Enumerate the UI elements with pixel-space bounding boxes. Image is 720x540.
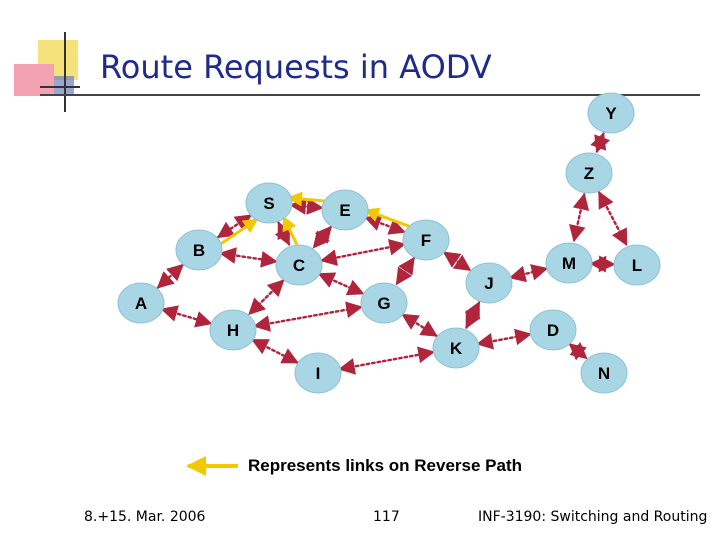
link-J-M [508, 264, 549, 283]
node-circle-H [209, 309, 257, 351]
node-label-G: G [377, 294, 390, 313]
node-label-C: C [293, 256, 305, 275]
node-circle-S [245, 182, 293, 224]
node-label-Z: Z [584, 164, 594, 183]
node-circle-Z [565, 152, 613, 194]
node-circle-C [275, 244, 323, 286]
legend-label: Represents links on Reverse Path [248, 456, 523, 475]
link-B-A [156, 263, 184, 289]
link-S-E [289, 198, 324, 215]
deco-vertical-bar [64, 32, 66, 112]
deco-short-bar [40, 86, 80, 88]
node-circle-M [545, 242, 593, 284]
link-F-G [395, 256, 415, 286]
link-G-K [401, 313, 438, 338]
link-K-D [475, 328, 533, 350]
reverse-link-E-S [287, 191, 327, 207]
node-Z: Z [565, 152, 613, 194]
reverse-link-B-S [217, 218, 259, 247]
node-label-H: H [227, 321, 239, 340]
link-D-N [568, 342, 588, 361]
node-K: K [432, 327, 480, 369]
footer-date: 8.+15. Mar. 2006 [84, 509, 206, 525]
reverse-link-C-S [282, 215, 299, 246]
node-circle-L [613, 244, 661, 286]
node-B: B [175, 229, 223, 271]
link-B-C [219, 247, 278, 268]
node-circle-A [117, 282, 165, 324]
link-F-J [442, 251, 472, 272]
node-C: C [275, 244, 323, 286]
footer-page-number: 117 [373, 509, 400, 525]
node-label-J: J [484, 274, 493, 293]
node-J: J [465, 262, 513, 304]
link-E-C [312, 225, 333, 249]
node-circle-D [529, 309, 577, 351]
reverse-link-F-E [363, 207, 412, 229]
node-circle-B [175, 229, 223, 271]
link-A-H [160, 305, 213, 328]
node-M: M [545, 242, 593, 284]
link-S-C [274, 221, 293, 246]
nodes-layer: Y Z S E F B C M L J A G H D K I N [117, 92, 661, 394]
node-label-M: M [562, 254, 576, 273]
link-Z-M [569, 192, 590, 243]
node-label-Y: Y [605, 104, 617, 123]
node-circle-I [294, 352, 342, 394]
slide-title: Route Requests in AODV [100, 48, 492, 86]
node-I: I [294, 352, 342, 394]
node-label-N: N [598, 364, 610, 383]
link-Z-L [597, 191, 628, 247]
node-label-L: L [632, 256, 642, 275]
node-label-A: A [135, 294, 147, 313]
node-circle-N [580, 352, 628, 394]
node-A: A [117, 282, 165, 324]
node-label-I: I [316, 364, 321, 383]
node-F: F [402, 219, 450, 261]
node-label-F: F [421, 231, 431, 250]
link-I-K [337, 346, 436, 375]
node-L: L [613, 244, 661, 286]
node-G: G [360, 282, 408, 324]
link-F-C [319, 238, 407, 266]
deco-horizontal-bar [40, 94, 700, 96]
node-N: N [580, 352, 628, 394]
node-circle-J [465, 262, 513, 304]
node-label-K: K [450, 339, 463, 358]
node-label-D: D [547, 321, 559, 340]
node-Y: Y [587, 92, 635, 134]
node-circle-K [432, 327, 480, 369]
node-S: S [245, 182, 293, 224]
link-M-L [589, 255, 616, 273]
footer-course: INF-3190: Switching and Routing [478, 509, 708, 525]
deco-red-square [14, 64, 54, 96]
node-label-B: B [193, 241, 205, 260]
node-circle-F [402, 219, 450, 261]
node-circle-Y [587, 92, 635, 134]
link-H-I [251, 338, 299, 364]
link-C-H [248, 279, 285, 316]
reverse-path-layer [217, 191, 412, 247]
node-H: H [209, 309, 257, 351]
node-label-S: S [263, 194, 274, 213]
link-H-G [253, 301, 364, 332]
node-D: D [529, 309, 577, 351]
link-C-G [317, 272, 365, 296]
node-circle-G [360, 282, 408, 324]
node-E: E [321, 189, 369, 231]
node-label-E: E [339, 201, 350, 220]
link-E-F [364, 215, 407, 235]
link-J-K [464, 301, 481, 329]
link-Y-Z [590, 132, 611, 153]
node-circle-E [321, 189, 369, 231]
